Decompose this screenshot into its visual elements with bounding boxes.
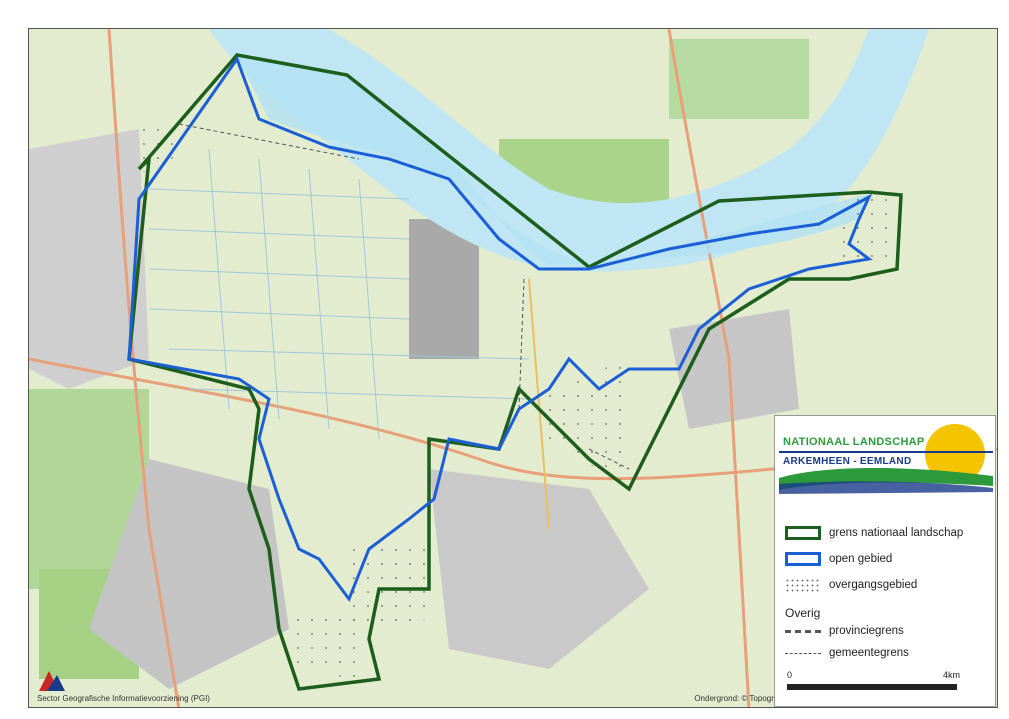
legend-label: grens nationaal landschap <box>829 527 964 539</box>
municipal-border <box>518 278 525 410</box>
legend-item-province: provinciegrens <box>785 622 904 640</box>
road <box>528 278 550 530</box>
map-legend: NATIONAAL LANDSCHAP ARKEMHEEN - EEMLAND … <box>774 415 996 707</box>
forest-area <box>669 39 809 119</box>
brand-title: NATIONAAL LANDSCHAP <box>783 436 925 448</box>
scale-bar <box>787 684 957 690</box>
legend-label: gemeentegrens <box>829 647 909 659</box>
transition-area <box>829 194 899 269</box>
swatch-green <box>785 526 821 540</box>
swatch-blue <box>785 552 821 566</box>
urban-area <box>669 309 799 429</box>
legend-heading-overig: Overig <box>785 606 821 620</box>
road <box>667 29 751 707</box>
airfield <box>409 219 479 359</box>
municipal-border <box>588 448 630 470</box>
legend-label: open gebied <box>829 553 893 565</box>
credit-left: Sector Geografische Informatievoorzienin… <box>37 694 210 703</box>
open-area-water <box>237 57 869 265</box>
legend-label: overgangsgebied <box>829 579 918 591</box>
municipal-border <box>178 123 360 160</box>
legend-label: provinciegrens <box>829 625 904 637</box>
scale-start: 0 <box>787 670 793 680</box>
scale-end: 4km <box>943 670 961 680</box>
brand-subtitle: ARKEMHEEN - EEMLAND <box>783 456 912 467</box>
map-canvas[interactable] <box>29 29 998 708</box>
swatch-dots <box>785 578 821 592</box>
ditch-grid <box>148 148 530 440</box>
road <box>107 29 181 707</box>
urban-area <box>89 459 289 689</box>
swatch-dashed-thin <box>785 652 821 654</box>
brand-logo: NATIONAAL LANDSCHAP ARKEMHEEN - EEMLAND <box>779 422 993 494</box>
swatch-dashed-thick <box>785 629 821 633</box>
river <box>209 29 929 272</box>
open-area-border <box>127 55 873 603</box>
sun-logo-icon <box>779 424 993 494</box>
pgi-logo-icon <box>39 671 65 691</box>
transition-area <box>289 609 369 679</box>
map-frame: Sector Geografische Informatievoorzienin… <box>28 28 998 708</box>
transition-area <box>549 359 629 489</box>
urban-area <box>429 469 649 669</box>
legend-item-open: open gebied <box>785 550 892 568</box>
legend-item-municipal: gemeentegrens <box>785 644 909 662</box>
legend-item-border: grens nationaal landschap <box>785 524 963 542</box>
legend-item-transition: overgangsgebied <box>785 576 917 594</box>
